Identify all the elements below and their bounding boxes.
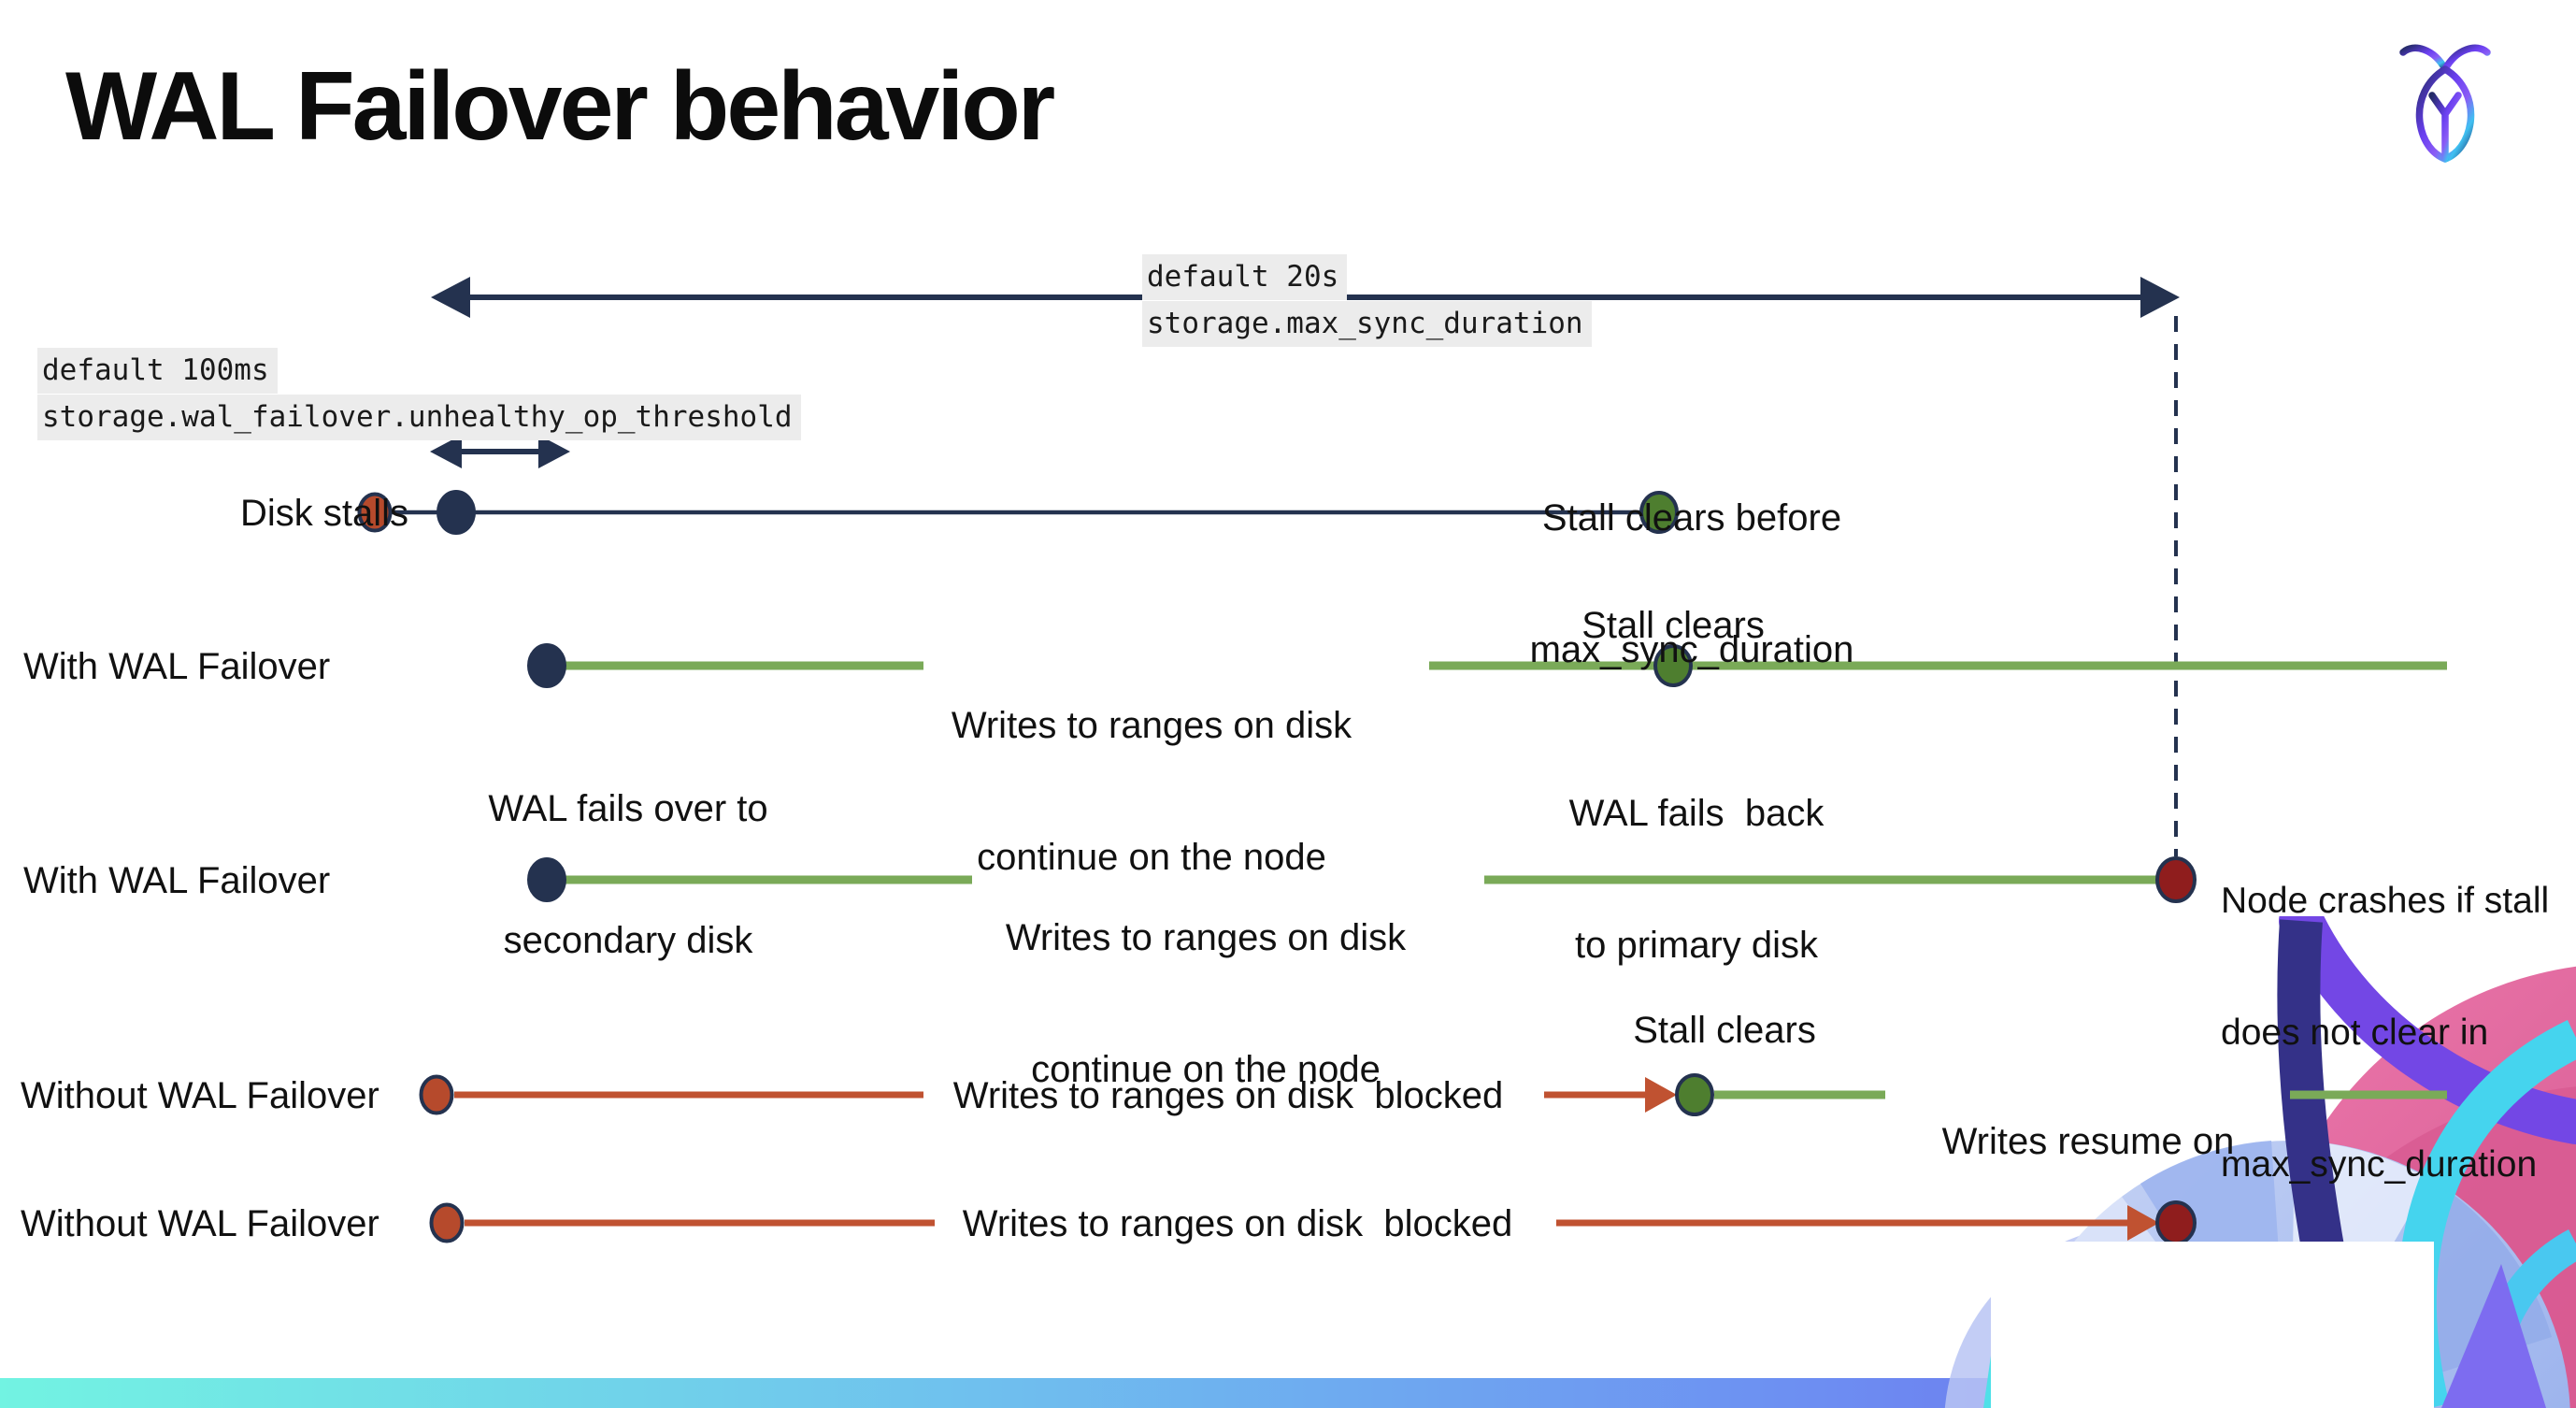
row1-stall-start-dot bbox=[357, 492, 393, 533]
periwinkle-leg bbox=[2441, 1264, 2546, 1408]
row3-crash-dot bbox=[2155, 856, 2197, 903]
row1-stall-clears-before-line2: max_sync_duration bbox=[1529, 629, 1854, 670]
row5-node-crashes-text: Node crashes if stall does not clear in … bbox=[2030, 1354, 2434, 1408]
row1-threshold-dot bbox=[436, 490, 476, 535]
row4-stall-clears-dot bbox=[1675, 1073, 1714, 1116]
row3-failover-dot bbox=[527, 857, 566, 902]
row4-label: Without WAL Failover bbox=[21, 1075, 379, 1116]
page-title: WAL Failover behavior bbox=[65, 52, 1055, 161]
callout-max-sync-duration: default 20s storage.max_sync_duration bbox=[1142, 254, 1592, 348]
row2-stall-clears-dot bbox=[1653, 644, 1693, 687]
row5-writes-blocked-text: Writes to ranges on disk blocked bbox=[962, 1203, 1513, 1244]
row5-red-arrowhead bbox=[2127, 1205, 2159, 1241]
row1-stall-clears-dot bbox=[1639, 491, 1679, 534]
callout-max-sync-default: default 20s bbox=[1142, 254, 1348, 300]
row5-label: Without WAL Failover bbox=[21, 1203, 379, 1244]
row5-stall-start-dot bbox=[429, 1202, 465, 1243]
row4-stall-start-dot bbox=[419, 1074, 454, 1115]
row3-node-crashes-line2: does not clear in bbox=[2221, 1013, 2489, 1053]
row4-writes-blocked-text: Writes to ranges on disk blocked bbox=[952, 1075, 1504, 1116]
row2-fails-over-line2: secondary disk bbox=[503, 920, 753, 961]
cockroachdb-logo bbox=[2399, 44, 2491, 163]
row3-writes-continue-text: Writes to ranges on disk continue on the… bbox=[1000, 828, 1411, 1180]
row3-node-crashes-text: Node crashes if stall does not clear in … bbox=[2221, 791, 2576, 1274]
max-sync-arrowhead-right bbox=[2140, 277, 2180, 318]
purple-arc bbox=[2279, 916, 2576, 1144]
logo-antenna-right bbox=[2441, 44, 2491, 73]
row4-stall-clears-text: Stall clears bbox=[1633, 1010, 1816, 1051]
callout-unhealthy-op-threshold: default 100ms storage.wal_failover.unhea… bbox=[37, 348, 801, 441]
row2-failover-dot bbox=[527, 643, 566, 688]
threshold-arrowhead-left bbox=[430, 435, 462, 468]
row4-red-arrowhead bbox=[1645, 1077, 1677, 1113]
row3-label: With WAL Failover bbox=[23, 860, 331, 901]
row2-fails-back-line1: WAL fails back bbox=[1568, 793, 1825, 834]
row1-stall-clears-before-line1: Stall clears before bbox=[1541, 497, 1842, 539]
row2-fails-over-line1: WAL fails over to bbox=[488, 788, 768, 829]
row2-label: With WAL Failover bbox=[23, 646, 331, 687]
row2-fails-back-line2: to primary disk bbox=[1574, 925, 1819, 966]
row1-stall-clears-before-text: Stall clears before max_sync_duration bbox=[1486, 409, 1897, 760]
callout-unhealthy-setting: storage.wal_failover.unhealthy_op_thresh… bbox=[37, 395, 801, 440]
row3-node-crashes-line1: Node crashes if stall bbox=[2221, 881, 2550, 921]
row5-node-crashes-box: Node crashes if stall does not clear in … bbox=[1991, 1242, 2434, 1408]
logo-antenna-left bbox=[2399, 44, 2449, 73]
row2-fails-back-text: WAL fails back to primary disk bbox=[1510, 704, 1883, 1056]
row2-writes-continue-line1: Writes to ranges on disk bbox=[951, 705, 1352, 746]
row2-fails-over-text: WAL fails over to secondary disk bbox=[441, 699, 815, 1051]
threshold-arrowhead-right bbox=[538, 435, 570, 468]
max-sync-arrowhead-left bbox=[431, 277, 470, 318]
callout-max-sync-setting: storage.max_sync_duration bbox=[1142, 301, 1592, 347]
callout-unhealthy-default: default 100ms bbox=[37, 348, 278, 394]
row4-writes-resume-line1: Writes resume on bbox=[1941, 1121, 2235, 1162]
row1-label: Disk stalls bbox=[239, 493, 408, 534]
row2-stall-clears-text: Stall clears bbox=[1581, 605, 1765, 646]
logo-stem bbox=[2428, 92, 2462, 163]
row3-node-crashes-line3: max_sync_duration bbox=[2221, 1144, 2538, 1185]
row2-writes-continue-text: Writes to ranges on disk continue on the… bbox=[946, 616, 1357, 968]
row3-writes-continue-line2: continue on the node bbox=[1031, 1049, 1381, 1090]
row2-writes-continue-line2: continue on the node bbox=[977, 837, 1326, 878]
row3-writes-continue-line1: Writes to ranges on disk bbox=[1005, 917, 1407, 958]
